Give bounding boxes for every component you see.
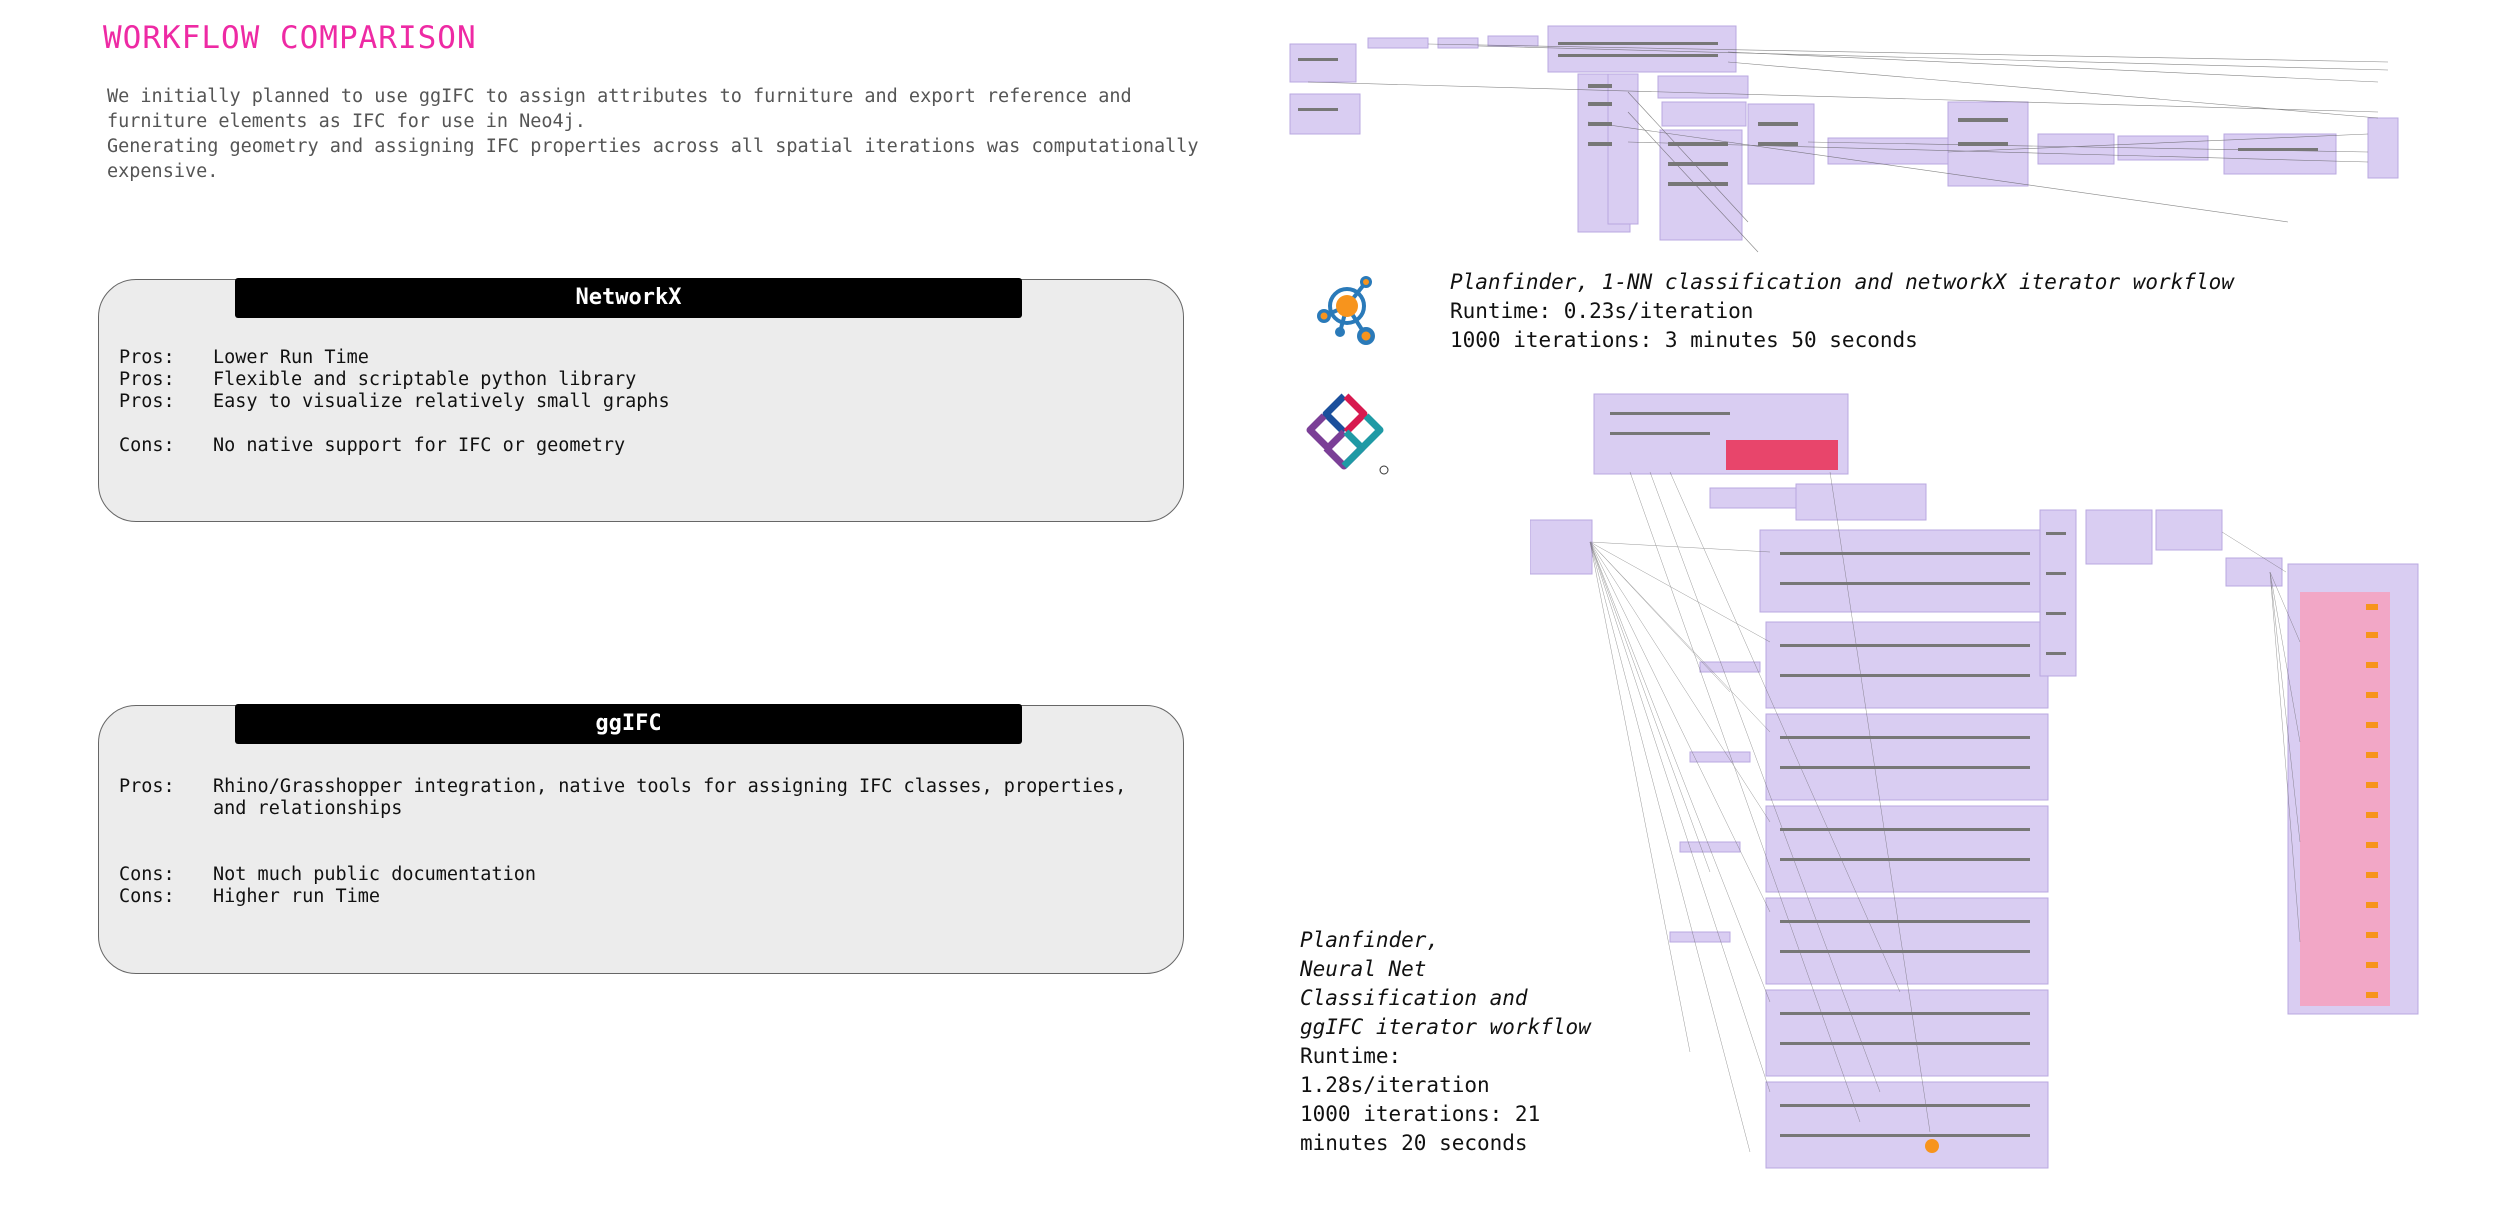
- page-title: WORKFLOW COMPARISON: [103, 20, 477, 56]
- row-label: Pros:: [119, 347, 175, 368]
- networkx-card-header: NetworkX: [235, 278, 1022, 318]
- row-text: Easy to visualize relatively small graph…: [213, 391, 670, 412]
- caption-iterations-line: minutes 20 seconds: [1300, 1131, 1528, 1155]
- pros-row: Pros: Rhino/Grasshopper integration, nati…: [119, 776, 1133, 820]
- ifc-logo-icon: [1306, 393, 1389, 475]
- row-text: Higher run Time: [213, 886, 381, 907]
- row-label: Cons:: [119, 886, 175, 907]
- networkx-workflow-diagram: [1289, 25, 2399, 253]
- caption-runtime-line: Runtime:: [1300, 1044, 1402, 1068]
- networkx-caption: Planfinder, 1-NN classification and netw…: [1450, 268, 2234, 355]
- ggifc-workflow-diagram: [1530, 393, 2419, 1169]
- row-label: Cons:: [119, 864, 175, 885]
- row-label: Pros:: [119, 776, 175, 797]
- intro-line: We initially planned to use ggIFC to ass…: [107, 86, 1143, 132]
- caption-runtime: Runtime: 0.23s/iteration: [1450, 299, 1754, 323]
- cons-row: Cons: Not much public documentation: [119, 864, 1133, 886]
- row-text: Lower Run Time: [213, 347, 369, 368]
- caption-title: Planfinder, 1-NN classification and netw…: [1450, 270, 2234, 294]
- cons-row: Cons: Higher run Time: [119, 886, 1133, 908]
- pros-row: Pros: Lower Run Time: [119, 347, 1133, 369]
- caption-iterations-line: 1000 iterations: 21: [1300, 1102, 1541, 1126]
- row-label: Pros:: [119, 391, 175, 412]
- row-text: Rhino/Grasshopper integration, native to…: [213, 776, 1127, 819]
- caption-title-line: Planfinder,: [1300, 928, 1440, 952]
- caption-iterations: 1000 iterations: 3 minutes 50 seconds: [1450, 328, 1918, 352]
- caption-title-line: Neural Net: [1300, 957, 1427, 981]
- row-text: No native support for IFC or geometry: [213, 435, 626, 456]
- pros-row: Pros: Easy to visualize relatively small …: [119, 391, 1133, 413]
- caption-title-line: Classification and: [1300, 986, 1528, 1010]
- intro-line: Generating geometry and assigning IFC pr…: [107, 136, 1210, 182]
- intro-text: We initially planned to use ggIFC to ass…: [107, 84, 1207, 184]
- ggifc-card: ggIFC Pros: Rhino/Grasshopper integration…: [98, 704, 1184, 974]
- networkx-logo-icon: [1317, 276, 1375, 345]
- ggifc-caption: Planfinder, Neural Net Classification an…: [1300, 926, 1591, 1158]
- row-text: Flexible and scriptable python library: [213, 369, 637, 390]
- ggifc-card-header: ggIFC: [235, 704, 1022, 744]
- row-label: Pros:: [119, 369, 175, 390]
- cons-row: Cons: No native support for IFC or geomet…: [119, 435, 1133, 457]
- caption-title-line: ggIFC iterator workflow: [1300, 1015, 1591, 1039]
- networkx-card: NetworkX Pros: Lower Run Time Pros: Flexib…: [98, 278, 1184, 522]
- caption-runtime-line: 1.28s/iteration: [1300, 1073, 1490, 1097]
- row-text: Not much public documentation: [213, 864, 537, 885]
- pros-row: Pros: Flexible and scriptable python libr…: [119, 369, 1133, 391]
- row-label: Cons:: [119, 435, 175, 456]
